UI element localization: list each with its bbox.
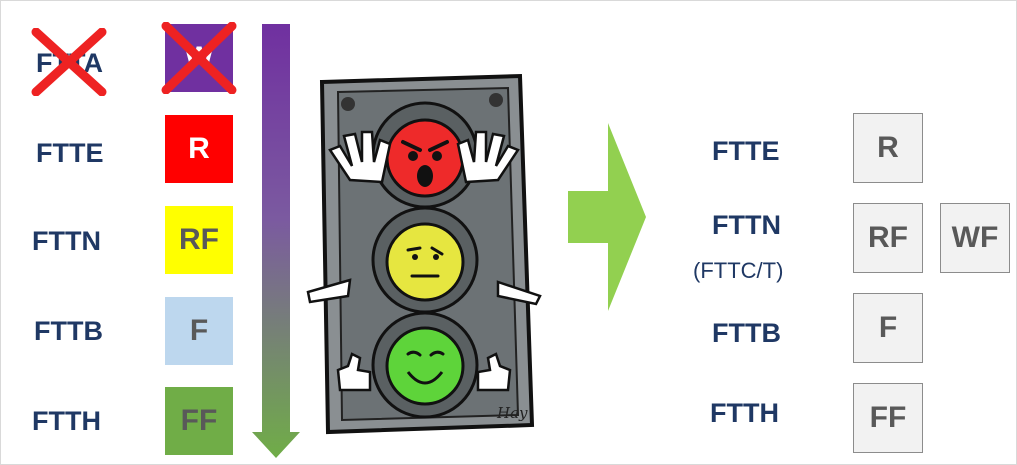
- left-tech-fttn: FTTN: [32, 226, 101, 257]
- code-box-r: R: [853, 113, 923, 183]
- left-tech-ftte: FTTE: [36, 138, 104, 169]
- left-tech-fttb: FTTB: [34, 316, 103, 347]
- code-box-f: F: [165, 297, 233, 365]
- code-box-ff: FF: [853, 383, 923, 453]
- green-right-arrow: [568, 123, 648, 311]
- code-box-wf: WF: [940, 203, 1010, 273]
- right-tech-ftte: FTTE: [712, 136, 780, 167]
- code-box-rf: RF: [853, 203, 923, 273]
- right-tech-fttn-sub: (FTTC/T): [693, 258, 783, 284]
- gradient-down-arrow: [250, 24, 302, 460]
- code-box-r: R: [165, 115, 233, 183]
- right-tech-fttb: FTTB: [712, 318, 781, 349]
- traffic-light-cartoon: [300, 70, 550, 445]
- right-tech-ftth: FTTH: [710, 398, 779, 429]
- artist-signature: Hay: [497, 404, 528, 422]
- code-box-rf: RF: [165, 206, 233, 274]
- cross-mark-icon: [160, 22, 238, 94]
- cross-mark-icon: [30, 28, 108, 96]
- code-box-ff: FF: [165, 387, 233, 455]
- code-box-f: F: [853, 293, 923, 363]
- left-tech-ftth: FTTH: [32, 406, 101, 437]
- right-tech-fttn: FTTN: [712, 210, 781, 241]
